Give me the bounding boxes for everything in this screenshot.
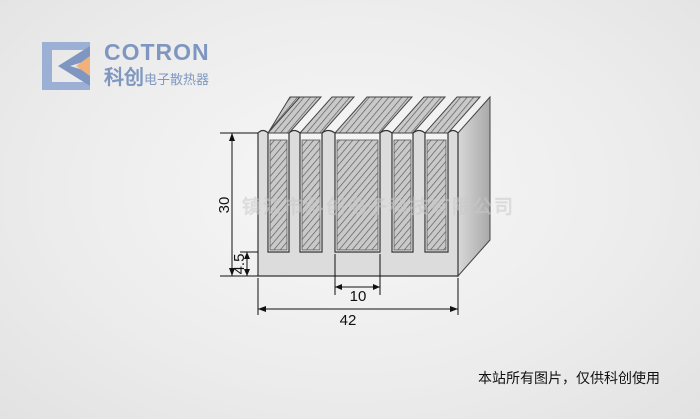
- copyright-note: 本站所有图片，仅供科创使用: [478, 370, 660, 386]
- cotron-logo-icon: [42, 42, 90, 90]
- dim-height: 30: [216, 197, 233, 214]
- dim-width: 42: [340, 312, 357, 329]
- fin-tops: [258, 96, 482, 134]
- brand-cn-big: 科创: [104, 67, 144, 89]
- heatsink-side: [457, 95, 491, 278]
- dimension-lines: [220, 132, 459, 315]
- grooves: [269, 139, 447, 251]
- heatsink-front: [257, 129, 459, 277]
- watermark: 镇江市科创电子科技有限公司: [242, 197, 516, 218]
- dim-gap: 10: [350, 288, 367, 305]
- brand-cn-small: 电子散热器: [144, 72, 210, 87]
- dim-base: 4.5: [231, 254, 248, 275]
- dimension-arrows: [229, 133, 458, 312]
- brand-name: COTRON: [104, 39, 210, 65]
- brand-cn: 科创电子散热器: [104, 68, 209, 88]
